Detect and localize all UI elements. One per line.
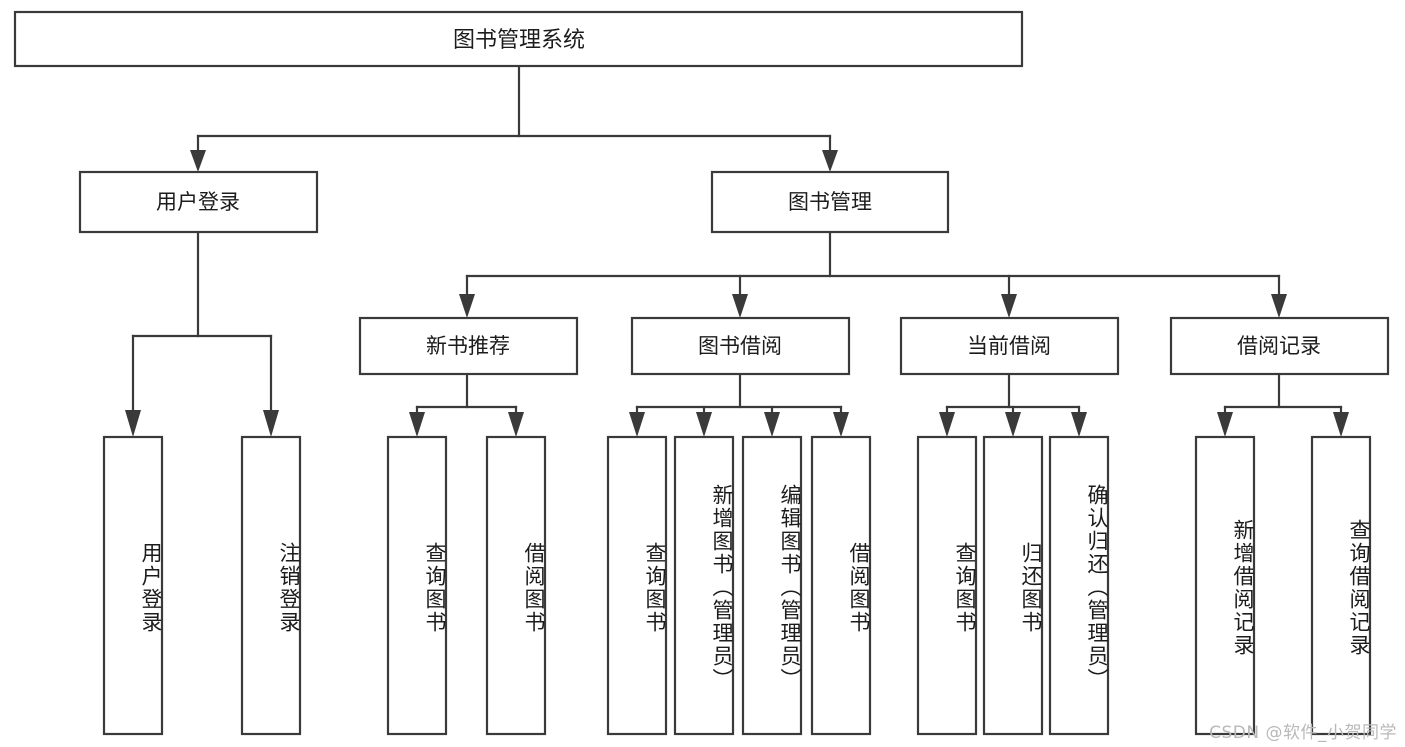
node-user-login[interactable]: 用户登录: [78, 170, 319, 234]
leaf-user-logout-box[interactable]: [240, 435, 302, 736]
connector-layer: [125, 64, 1349, 437]
node-root-box[interactable]: [13, 10, 1024, 68]
leaf-user-login-box[interactable]: [102, 435, 164, 736]
leaf-return-book-box[interactable]: [982, 435, 1044, 736]
leaf-confirm-return-box[interactable]: [1048, 435, 1110, 736]
arrow-head-leaf-user-logout: [263, 410, 279, 437]
leaf-query-record-box[interactable]: [1310, 435, 1372, 736]
node-borrow-record-box[interactable]: [1169, 316, 1390, 376]
arrow-head-leaf-query-book-3: [939, 412, 955, 437]
node-book-manage-label: 图书管理: [788, 190, 872, 214]
arrow-head-leaf-edit-book: [764, 412, 780, 437]
leaf-edit-book-box[interactable]: [741, 435, 803, 736]
arrow-head-leaf-borrow-book-1: [508, 412, 524, 437]
arrow-head-user-login: [190, 150, 206, 172]
arrow-head-leaf-borrow-book-2: [833, 412, 849, 437]
leaf-query-book-1-box[interactable]: [386, 435, 448, 736]
arrow-head-leaf-add-record: [1217, 412, 1233, 437]
node-user-login-label: 用户登录: [156, 190, 240, 214]
arrow-head-leaf-add-book: [696, 412, 712, 437]
node-root[interactable]: 图书管理系统: [13, 10, 1024, 68]
arrow-head-leaf-query-book-1: [409, 412, 425, 437]
node-book-borrow-box[interactable]: [630, 316, 851, 376]
arrow-head-book-manage: [822, 150, 838, 172]
node-borrow-record[interactable]: 借阅记录: [1169, 316, 1390, 376]
watermark: CSDN @软件_小贺同学: [1209, 723, 1397, 743]
node-new-book-rec-box[interactable]: [358, 316, 579, 376]
arrow-head-book-borrow: [732, 294, 748, 318]
node-root-label: 图书管理系统: [453, 28, 585, 53]
node-new-book-rec-label: 新书推荐: [426, 334, 510, 358]
arrow-head-new-book-rec: [459, 294, 475, 318]
arrow-head-leaf-query-record: [1333, 412, 1349, 437]
leaf-add-book-box[interactable]: [673, 435, 735, 736]
leaf-query-book-3-box[interactable]: [916, 435, 978, 736]
arrow-head-leaf-return-book: [1005, 412, 1021, 437]
arrow-head-leaf-user-login: [125, 410, 141, 437]
leaf-query-book-2-box[interactable]: [606, 435, 668, 736]
node-current-borrow-box[interactable]: [899, 316, 1120, 376]
node-new-book-rec[interactable]: 新书推荐: [358, 316, 579, 376]
node-book-manage[interactable]: 图书管理: [710, 170, 950, 234]
arrow-head-leaf-confirm-return: [1071, 412, 1087, 437]
leaf-box-layer: [102, 435, 1372, 736]
node-current-borrow[interactable]: 当前借阅: [899, 316, 1120, 376]
node-book-borrow[interactable]: 图书借阅: [630, 316, 851, 376]
node-current-borrow-label: 当前借阅: [967, 334, 1051, 358]
node-borrow-record-label: 借阅记录: [1237, 334, 1321, 358]
leaf-add-record-box[interactable]: [1194, 435, 1256, 736]
arrow-head-borrow-record: [1271, 294, 1287, 318]
leaf-borrow-book-1-box[interactable]: [485, 435, 547, 736]
node-user-login-box[interactable]: [78, 170, 319, 234]
leaf-borrow-book-2-box[interactable]: [810, 435, 872, 736]
arrow-head-leaf-query-book-2: [629, 412, 645, 437]
arrow-head-current-borrow: [1001, 294, 1017, 318]
node-book-manage-box[interactable]: [710, 170, 950, 234]
node-book-borrow-label: 图书借阅: [698, 334, 782, 358]
